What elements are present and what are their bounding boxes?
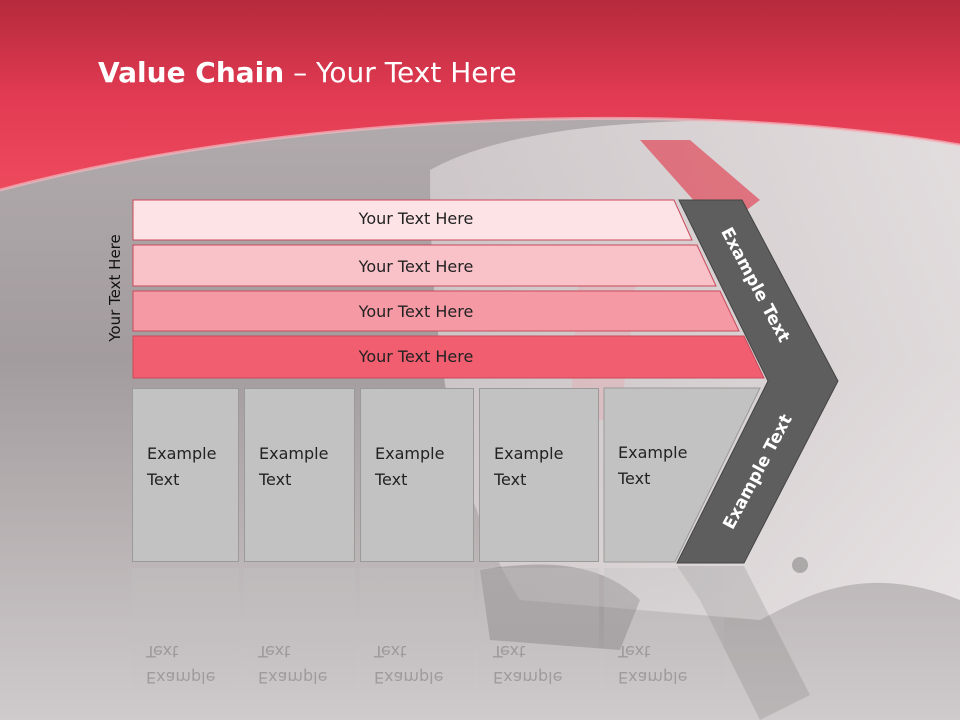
reflection-text-1: Example Text xyxy=(146,638,236,688)
box-reflection-1: Example Text xyxy=(132,568,239,688)
row-band-1 xyxy=(132,199,693,241)
box-reflection-5: Example Text xyxy=(604,568,724,688)
box-5-line1: Example xyxy=(618,443,688,462)
box-reflection-2: Example Text xyxy=(244,568,355,688)
refl-4-line2: Text xyxy=(493,642,526,661)
row-band-3 xyxy=(132,290,740,332)
row-band-2 xyxy=(132,244,717,287)
refl-3-line1: Example xyxy=(374,668,444,687)
box-3-line2: Text xyxy=(375,470,408,489)
reflection-text-5: Example Text xyxy=(618,638,708,688)
row-band-4 xyxy=(132,335,765,379)
chevron-reflection xyxy=(677,566,810,720)
chevron-shape xyxy=(676,199,839,564)
box-4-line2: Text xyxy=(494,470,527,489)
box-2-line2: Text xyxy=(259,470,292,489)
reflection-text-3: Example Text xyxy=(374,638,464,688)
title-rest: – Your Text Here xyxy=(284,56,517,89)
box-1-line1: Example xyxy=(147,444,217,463)
reflection-text-4: Example Text xyxy=(493,638,583,688)
slide-title: Value Chain – Your Text Here xyxy=(98,56,517,89)
box-3-line1: Example xyxy=(375,444,445,463)
box-1-line2: Text xyxy=(147,470,180,489)
box-4-line1: Example xyxy=(494,444,564,463)
box-reflection-3: Example Text xyxy=(360,568,474,688)
refl-1-line2: Text xyxy=(146,642,179,661)
refl-2-line2: Text xyxy=(258,642,291,661)
refl-4-line1: Example xyxy=(493,668,563,687)
refl-1-line1: Example xyxy=(146,668,216,687)
row-label-1: Your Text Here xyxy=(358,209,474,228)
refl-2-line1: Example xyxy=(258,668,328,687)
row-label-4: Your Text Here xyxy=(358,347,474,366)
box-reflection-4: Example Text xyxy=(479,568,599,688)
refl-3-line2: Text xyxy=(374,642,407,661)
row-label-3: Your Text Here xyxy=(358,302,474,321)
refl-5-line2: Text xyxy=(618,642,651,661)
row-label-2: Your Text Here xyxy=(358,257,474,276)
box-5-line2: Text xyxy=(618,469,651,488)
title-main: Value Chain xyxy=(98,56,285,89)
box-2-line1: Example xyxy=(259,444,329,463)
box-shape-5 xyxy=(603,387,761,563)
refl-5-line1: Example xyxy=(618,668,688,687)
reflection-text-2: Example Text xyxy=(258,638,348,688)
